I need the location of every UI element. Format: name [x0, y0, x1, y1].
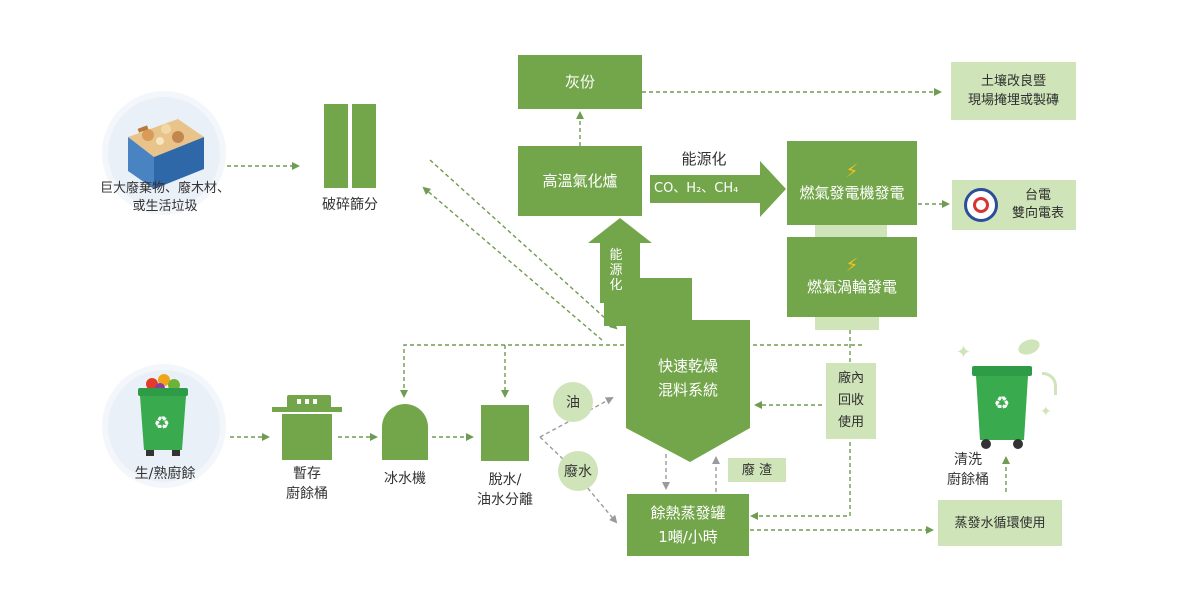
- temp-bin-label: 暫存 廚餘桶: [286, 466, 328, 502]
- sparkle-icon: ✦: [1040, 404, 1052, 420]
- food-waste-label: 生/熟廚餘: [134, 466, 196, 482]
- taipower-logo: [964, 188, 998, 222]
- arrow-dewater-to-oil: [539, 397, 614, 438]
- gases-label: CO、H₂、CH₄: [654, 181, 739, 196]
- temp-bin-body: [282, 414, 332, 460]
- dryer-label: 快速乾燥 混料系統: [657, 357, 718, 399]
- dryer-shape: [626, 320, 750, 462]
- gas-engine-box: ⚡燃氣發電機發電: [787, 141, 917, 225]
- shredder-icon-right: [352, 104, 376, 188]
- bulky-waste-circle: [108, 97, 220, 209]
- internal-recycle-box: 廠內回收使用: [826, 363, 876, 439]
- taipower-box: 台電雙向電表: [952, 180, 1076, 230]
- lightning-icon: ⚡: [845, 161, 859, 182]
- generator-connector: [815, 224, 887, 238]
- lightning-icon: ⚡: [845, 255, 859, 276]
- waste-bin-icon: [128, 119, 204, 189]
- sparkle-icon: ✦: [956, 342, 972, 363]
- soil-box: 土壤改良暨現場掩埋或製磚: [951, 62, 1076, 120]
- ice-machine-label: 冰水機: [384, 471, 426, 487]
- energy-label: 能源化: [681, 150, 727, 168]
- food-waste-circle: [108, 370, 220, 482]
- gasifier-box: 高溫氣化爐: [518, 146, 642, 216]
- recycle-icon: ♻: [993, 393, 1011, 414]
- bulky-waste-label: 巨大廢棄物、廢木材、 或生活垃圾: [99, 181, 230, 214]
- dewater-shape: [481, 405, 529, 461]
- internal-recycle-line: [750, 330, 851, 520]
- turbine-base: [815, 316, 879, 330]
- water-splash-icon: [1042, 372, 1057, 395]
- shredder-label: 破碎篩分: [322, 197, 378, 213]
- energy-vertical-label: 能 源 化: [609, 248, 623, 293]
- shredder-icon: [324, 104, 348, 188]
- food-bin-icon: [138, 374, 188, 456]
- wastewater-badge: 廢水: [558, 451, 598, 491]
- gas-turbine-box: ⚡燃氣渦輪發電: [787, 237, 917, 317]
- reuse-box: 蒸發水循環使用: [938, 500, 1062, 546]
- ice-machine-shape: [382, 404, 428, 460]
- temp-bin-rim: [272, 407, 342, 412]
- dewater-label: 脫水/ 油水分離: [477, 472, 533, 508]
- residue-box: 廢 渣: [728, 458, 786, 482]
- energy-arrow-up: [588, 218, 692, 326]
- clean-bin-label: 清洗 廚餘桶: [947, 452, 989, 488]
- ash-box: 灰份: [518, 55, 642, 109]
- recycle-icon: ♻: [153, 413, 171, 434]
- clean-bin-icon: [970, 360, 1034, 452]
- temp-bin-slots: [297, 399, 321, 404]
- oil-badge: 油: [553, 382, 593, 422]
- feedback-line: [400, 344, 862, 398]
- energy-arrow-right: [650, 161, 786, 217]
